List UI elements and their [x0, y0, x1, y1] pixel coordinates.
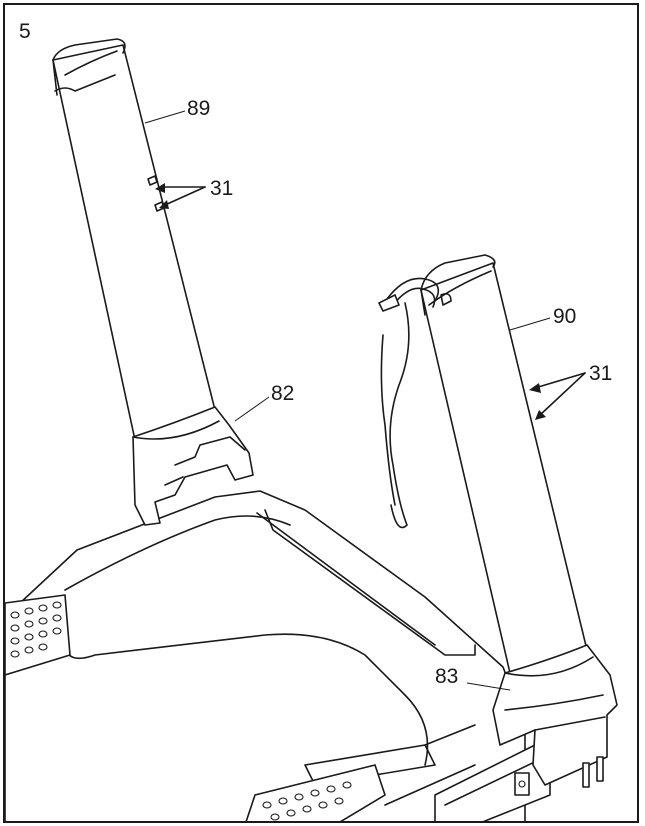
assembly-diagram: 5 89 31 82 90 31 83	[5, 20, 618, 821]
label-left-screws: 31	[210, 177, 233, 200]
right-cover-83	[492, 644, 618, 788]
callout-arrowheads	[155, 183, 546, 420]
left-cover-82	[132, 406, 254, 526]
label-left-upright: 89	[187, 97, 210, 120]
side-rail-left	[5, 594, 71, 676]
label-left-cover: 82	[271, 382, 294, 405]
label-right-cover: 83	[435, 665, 458, 688]
wire-harness	[378, 277, 440, 529]
side-rail-right	[245, 764, 386, 821]
label-right-upright: 90	[553, 305, 576, 328]
step-number: 5	[19, 20, 31, 43]
diagram-frame: 5 89 31 82 90 31 83	[3, 3, 639, 823]
label-right-screws: 31	[589, 362, 612, 385]
motor-hood	[5, 490, 526, 821]
callout-leaders	[144, 110, 586, 691]
